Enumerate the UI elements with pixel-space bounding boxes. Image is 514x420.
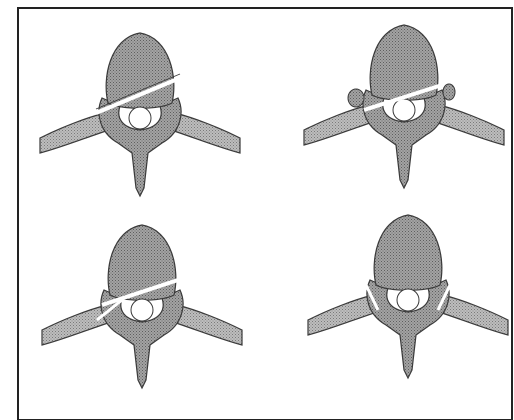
vertebra-diagram: [0, 0, 514, 420]
